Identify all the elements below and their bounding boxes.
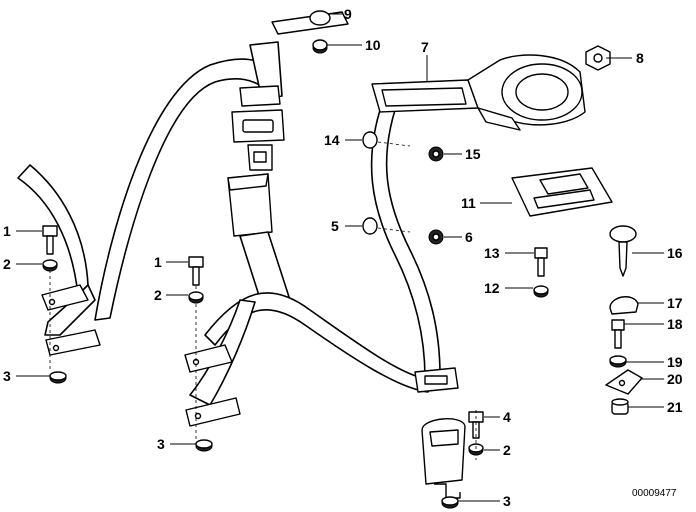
callout-3-middle: 3 xyxy=(157,436,165,452)
lower-buckle-assembly xyxy=(421,410,484,509)
callout-labels: 1 2 3 1 2 3 4 2 3 5 6 7 8 9 10 11 12 13 … xyxy=(3,6,683,509)
callout-2-left: 2 xyxy=(3,256,11,272)
rear-lap-belt xyxy=(184,280,431,440)
bolt-13-washer-12 xyxy=(533,247,549,298)
center-buckle-strap xyxy=(227,173,291,306)
callout-1-middle: 1 xyxy=(154,254,162,270)
callout-19: 19 xyxy=(667,354,683,370)
trim-cover-11 xyxy=(511,167,613,217)
callout-2-middle: 2 xyxy=(154,287,162,303)
callout-15: 15 xyxy=(465,146,481,162)
callout-3-left: 3 xyxy=(3,368,11,384)
callout-17: 17 xyxy=(667,295,683,311)
callout-14: 14 xyxy=(324,132,340,148)
left-hardware-1-2-3 xyxy=(42,225,67,384)
right-seat-belt-strap xyxy=(370,109,459,393)
right-hardware-column xyxy=(605,296,643,415)
screw-16 xyxy=(609,225,637,277)
callout-2-right: 2 xyxy=(503,442,511,458)
callout-18: 18 xyxy=(667,316,683,332)
middle-hardware-1-2-3 xyxy=(188,256,213,452)
callout-12: 12 xyxy=(484,280,500,296)
callout-1-left: 1 xyxy=(3,223,11,239)
callout-9: 9 xyxy=(344,6,352,22)
top-clip-and-nut xyxy=(271,10,349,54)
front-seat-belt-strap xyxy=(94,41,285,321)
callout-3-right: 3 xyxy=(503,493,511,509)
document-id: 00009477 xyxy=(632,488,677,499)
left-outer-belt-strap xyxy=(17,164,101,370)
callout-11: 11 xyxy=(461,195,476,211)
middle-hardware xyxy=(362,131,444,245)
callout-21: 21 xyxy=(667,399,683,415)
callout-13: 13 xyxy=(484,245,500,261)
callout-7: 7 xyxy=(421,39,429,55)
belt-guide-retractor-assembly xyxy=(371,45,611,131)
callout-8: 8 xyxy=(636,50,644,66)
callout-6: 6 xyxy=(465,229,473,245)
callout-20: 20 xyxy=(667,371,683,387)
callout-5: 5 xyxy=(331,218,339,234)
callout-10: 10 xyxy=(365,37,381,53)
leader-lines xyxy=(16,13,664,502)
callout-4: 4 xyxy=(503,409,511,425)
callout-16: 16 xyxy=(667,245,683,261)
